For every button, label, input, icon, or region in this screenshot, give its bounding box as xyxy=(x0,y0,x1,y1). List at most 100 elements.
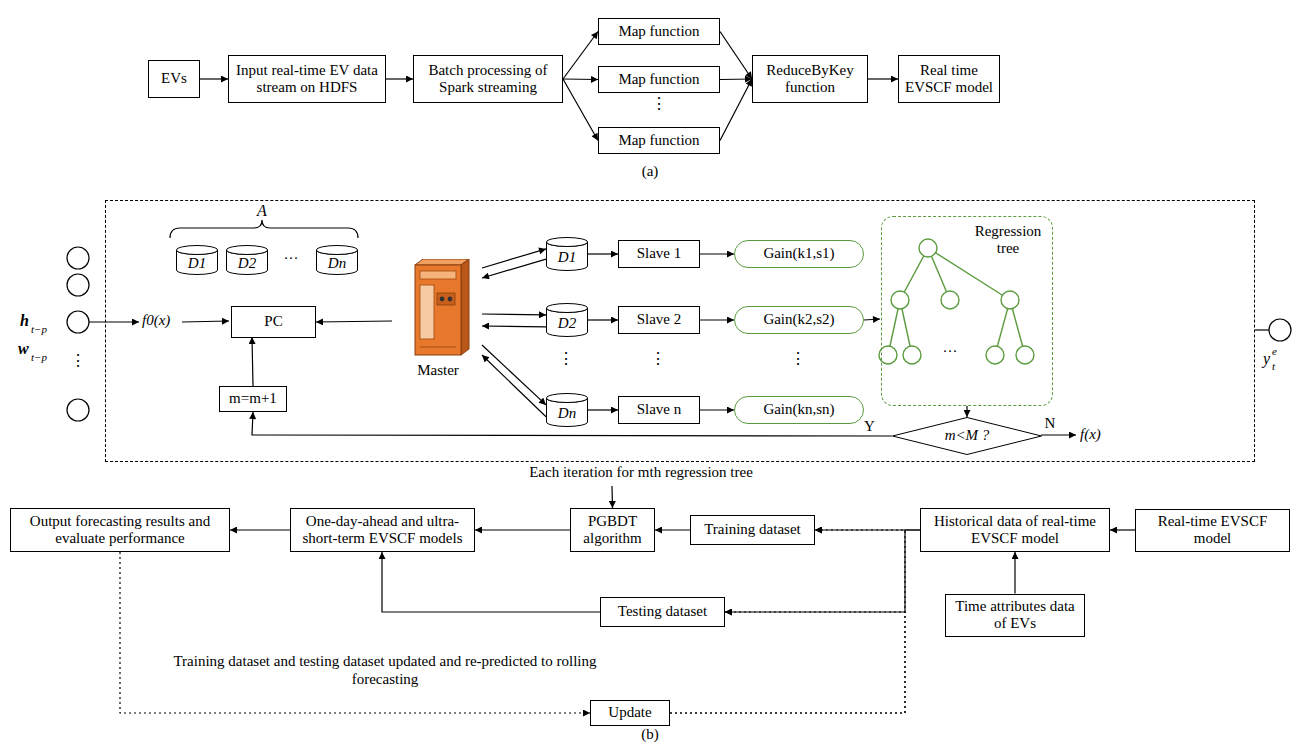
ellipsis: ⋮ xyxy=(650,350,666,368)
connector xyxy=(1014,552,1015,594)
connector xyxy=(386,78,413,79)
node-text: Real time EVSCF model xyxy=(899,62,999,97)
algorithm-box: PGBDT algorithm xyxy=(570,508,655,552)
input-subscript: t−p xyxy=(31,351,47,363)
map-box: Map function xyxy=(598,66,720,93)
model-box: Real time EVSCF model xyxy=(898,55,1000,103)
attribute-box: Time attributes data of EVs xyxy=(945,594,1085,637)
connector xyxy=(588,319,618,320)
connector xyxy=(700,253,734,254)
source-box: EVs xyxy=(148,60,200,98)
counter-box: m=m+1 xyxy=(219,386,287,412)
node-text: D1 xyxy=(184,248,210,272)
connector xyxy=(720,32,752,80)
connector xyxy=(482,249,546,268)
node-text: Dn xyxy=(554,398,580,422)
connector xyxy=(482,313,546,315)
model-box: One-day-ahead and ultra-short-term EVSCF… xyxy=(290,508,475,552)
output-superscript: e xyxy=(1272,345,1277,357)
connector xyxy=(482,259,546,278)
cylinder-top xyxy=(547,394,588,403)
node-text: Time attributes data of EVs xyxy=(946,598,1084,633)
ellipsis: ··· xyxy=(943,343,958,360)
cylinder-top xyxy=(317,246,358,255)
node-text: Dn xyxy=(324,248,350,272)
input-subscript: t−p xyxy=(31,323,47,335)
node-text: PGBDT algorithm xyxy=(571,513,654,548)
process-box: ReduceByKey function xyxy=(752,55,868,103)
node-text: Output forecasting results and evaluate … xyxy=(11,513,229,548)
slave-box: Slave n xyxy=(618,396,700,424)
connector xyxy=(475,529,570,530)
tree-nodes xyxy=(879,239,1034,364)
panel-label: (a) xyxy=(642,163,659,180)
slave-box: Slave 2 xyxy=(618,306,700,334)
connector xyxy=(252,337,253,386)
node-text: m<M ? xyxy=(941,427,994,444)
node-text: Testing dataset xyxy=(614,603,711,620)
node-text: Input real-time EV data stream on HDFS xyxy=(229,62,385,97)
node-text: Slave 2 xyxy=(633,311,686,328)
connector xyxy=(868,78,898,79)
process-box: Input real-time EV data stream on HDFS xyxy=(228,55,386,103)
model-box: Real-time EVSCF model xyxy=(1135,509,1290,552)
connector xyxy=(316,321,392,322)
history-box: Historical data of real-time EVSCF model xyxy=(920,508,1110,552)
node-text: D1 xyxy=(554,242,580,266)
pc-box: PC xyxy=(231,306,316,338)
ellipsis: ⋮ xyxy=(558,350,574,368)
gain-oval: Gain(kn,sn) xyxy=(734,396,864,424)
connector xyxy=(200,78,228,79)
init-arrow xyxy=(182,321,229,322)
master-server: Master xyxy=(393,259,483,379)
dotted-connector xyxy=(120,552,590,713)
connector xyxy=(563,79,598,141)
node-text: Batch processing of Spark streaming xyxy=(414,62,562,97)
slave-box: Slave 1 xyxy=(618,240,700,268)
map-box: Map function xyxy=(598,18,720,45)
dotted-connector xyxy=(670,612,905,713)
node-text: m=m+1 xyxy=(225,390,281,407)
node-text: Regression tree xyxy=(968,223,1048,258)
node-text: Gain(k1,s1) xyxy=(759,245,838,262)
connector xyxy=(655,529,690,530)
connector xyxy=(720,78,752,80)
node-text: Map function xyxy=(614,71,703,88)
connector xyxy=(864,319,880,320)
input-neurons xyxy=(67,247,89,421)
regression-tree: Regression tree xyxy=(881,216,1053,406)
node-text: Slave n xyxy=(633,401,686,418)
ellipsis: ⋮ xyxy=(70,352,86,370)
map-box: Map function xyxy=(598,127,720,154)
set-label: A xyxy=(257,202,267,220)
node-text: D2 xyxy=(554,308,580,332)
input-arrow xyxy=(89,321,139,322)
node-text: Master xyxy=(393,362,483,379)
node-text: Each iteration for mth regression tree xyxy=(436,464,846,481)
function-label: f0(x) xyxy=(142,312,170,329)
dataset-box: Training dataset xyxy=(690,515,815,545)
connector xyxy=(700,409,734,410)
server-cabinet xyxy=(393,259,483,357)
node-text: Update xyxy=(604,704,655,721)
cylinder-top xyxy=(177,246,218,255)
connector xyxy=(700,319,734,320)
data-cylinder: Dn xyxy=(316,245,358,275)
input-symbol: h xyxy=(20,312,29,330)
process-box: Batch processing of Spark streaming xyxy=(413,55,563,103)
edge-label: Training dataset and testing dataset upd… xyxy=(150,652,620,688)
function-label: f(x) xyxy=(1080,426,1101,443)
node-text: One-day-ahead and ultra-short-term EVSCF… xyxy=(291,513,474,548)
node-text: PC xyxy=(260,313,286,330)
connector xyxy=(482,325,546,327)
data-cylinder: D1 xyxy=(546,237,588,271)
branch-label: N xyxy=(1045,415,1056,432)
output-line xyxy=(1255,329,1269,330)
node-text: D2 xyxy=(234,248,260,272)
node-text: Historical data of real-time EVSCF model xyxy=(921,513,1109,548)
node-text: Real-time EVSCF model xyxy=(1136,513,1289,548)
input-symbol: w xyxy=(18,340,29,358)
connector xyxy=(230,529,290,530)
